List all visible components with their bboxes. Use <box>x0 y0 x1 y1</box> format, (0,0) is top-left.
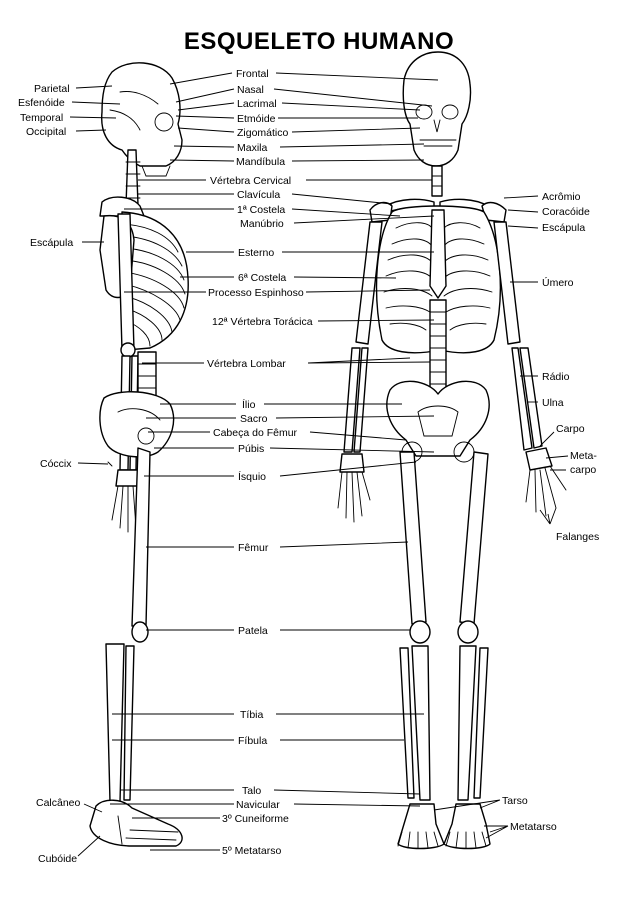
label-lacrimal: Lacrimal <box>237 98 277 110</box>
label-vertebra-cervical: Vértebra Cervical <box>210 175 291 187</box>
label-coccix: Cóccix <box>40 458 72 470</box>
label-occipital: Occipital <box>26 126 66 138</box>
label-mandibula: Mandíbula <box>236 156 285 168</box>
label-vertebra-toracica-12: 12ª Vértebra Torácica <box>212 316 313 328</box>
label-esfenoide: Esfenóide <box>18 97 65 109</box>
side-view-skeleton <box>89 62 189 847</box>
label-ulna: Ulna <box>542 397 564 409</box>
label-costela-1: 1ª Costela <box>237 204 285 216</box>
label-metatarso-5: 5º Metatarso <box>222 845 281 857</box>
label-costela-6: 6ª Costela <box>238 272 286 284</box>
label-talo: Talo <box>242 785 261 797</box>
label-cuneiforme-3: 3º Cuneiforme <box>222 813 289 825</box>
label-pubis: Púbis <box>238 443 264 455</box>
label-carpo: Carpo <box>556 423 585 435</box>
label-vertebra-lombar: Vértebra Lombar <box>207 358 286 370</box>
label-isquio: Ísquio <box>238 470 266 483</box>
label-temporal: Temporal <box>20 112 63 124</box>
label-ilio: Ílio <box>242 398 256 411</box>
label-umero: Úmero <box>542 276 574 289</box>
label-metacarpo-1: Meta- <box>570 450 597 462</box>
label-calcaneo: Calcâneo <box>36 797 81 809</box>
labels: Parietal Esfenóide Temporal Occipital Es… <box>18 68 599 865</box>
label-parietal: Parietal <box>34 83 70 95</box>
label-processo-espinhoso: Processo Espinhoso <box>208 287 304 299</box>
label-patela: Patela <box>238 625 268 637</box>
label-femur: Fêmur <box>238 542 269 554</box>
label-clavicula: Clavícula <box>237 189 280 201</box>
label-cuboide: Cubóide <box>38 853 77 865</box>
label-nasal: Nasal <box>237 84 264 96</box>
leader-lines <box>69 72 569 857</box>
label-falanges: Falanges <box>556 531 599 543</box>
label-escapula-left: Escápula <box>30 237 73 249</box>
diagram-title: ESQUELETO HUMANO <box>183 28 455 55</box>
label-sacro: Sacro <box>240 413 268 425</box>
label-coracoide: Coracóide <box>542 206 590 218</box>
label-acromio: Acrômio <box>542 191 581 203</box>
label-frontal: Frontal <box>236 68 269 80</box>
label-tibia: Tíbia <box>240 709 264 721</box>
label-etmoide: Etmóide <box>237 113 276 125</box>
label-navicular: Navicular <box>236 799 280 811</box>
label-manubrio: Manúbrio <box>240 218 284 230</box>
label-metatarso: Metatarso <box>510 821 557 833</box>
label-tarso: Tarso <box>502 795 528 807</box>
label-esterno: Esterno <box>238 247 274 259</box>
label-cabeca-femur: Cabeça do Fêmur <box>213 427 298 439</box>
front-view-skeleton <box>337 51 567 850</box>
label-radio: Rádio <box>542 371 570 383</box>
label-maxila: Maxila <box>237 142 268 154</box>
label-metacarpo-2: carpo <box>570 464 596 476</box>
label-escapula-right: Escápula <box>542 222 585 234</box>
label-zigomatico: Zigomático <box>237 127 289 139</box>
label-fibula: Fíbula <box>238 735 267 747</box>
